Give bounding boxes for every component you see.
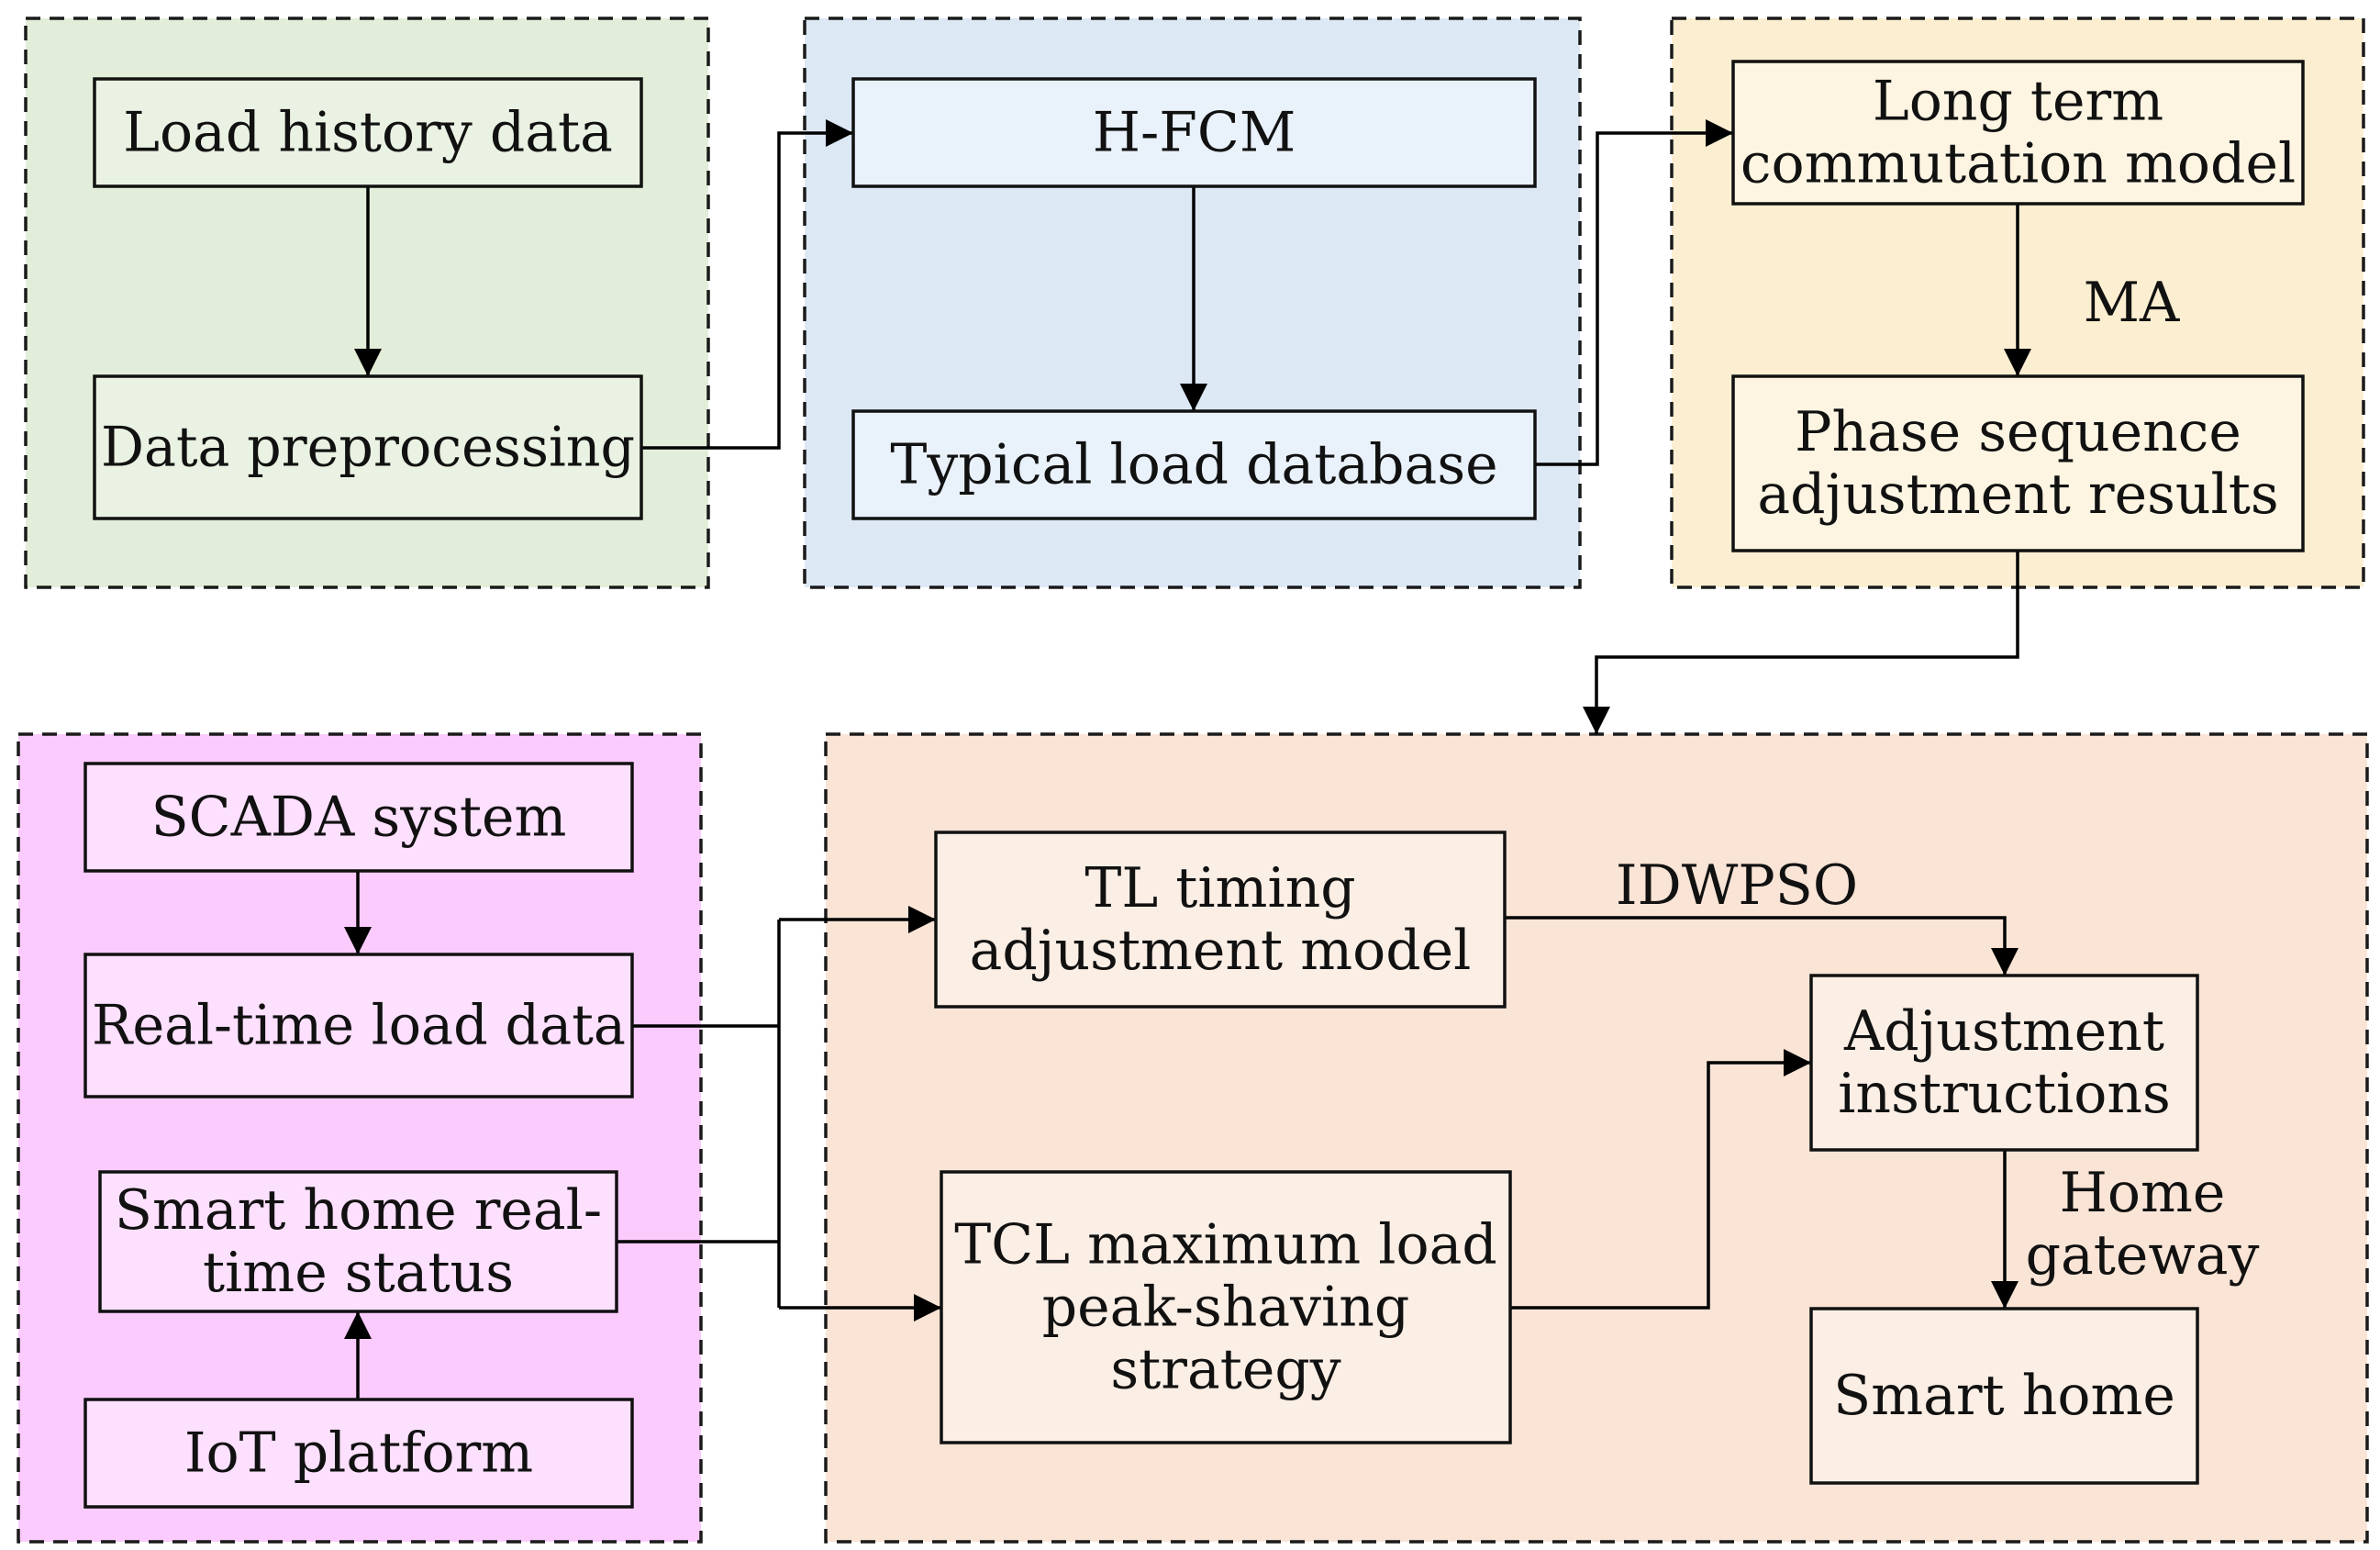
data-preprocessing-box: Data preprocessing xyxy=(93,374,643,520)
load-history-data-box: Load history data xyxy=(93,77,643,188)
smart-home-box-label-line: Smart home xyxy=(1833,1364,2175,1428)
home-gateway-label-line: gateway xyxy=(2026,1223,2260,1288)
realtime-load-data-box-frame xyxy=(83,953,634,1098)
typical-load-database-box: Typical load database xyxy=(851,409,1537,520)
smart-home-status-box-label-line: Smart home real- xyxy=(115,1178,602,1243)
scada-system-box-label-line: SCADA system xyxy=(151,786,567,850)
arrow-database-to-long-term-model xyxy=(1535,119,1733,466)
tcl-peak-shaving-box-frame xyxy=(940,1170,1512,1444)
tl-timing-model-box-label-line: TL timing xyxy=(1084,856,1355,920)
phase-sequence-box-label-line: Phase sequence xyxy=(1795,400,2241,464)
smart-home-status-box-label-line: time status xyxy=(203,1241,514,1305)
hfcm-box: H-FCM xyxy=(851,77,1537,188)
long-term-model-box-frame xyxy=(1731,60,2305,206)
long-term-model-box-label-line: Long term xyxy=(1873,70,2163,134)
tcl-peak-shaving-box-label-line: peak-shaving xyxy=(1042,1276,1410,1340)
iot-platform-box-label-line: IoT platform xyxy=(184,1422,533,1486)
typical-load-database-box-frame xyxy=(851,409,1537,520)
iot-platform-box-frame xyxy=(83,1398,634,1509)
adjustment-instructions-box-label-line: instructions xyxy=(1838,1062,2171,1126)
ma-label: MA xyxy=(2084,271,2180,335)
phase-sequence-box-frame xyxy=(1731,374,2305,552)
data-preprocessing-box-label-line: Data preprocessing xyxy=(101,416,635,480)
smart-home-box-frame xyxy=(1809,1307,2199,1485)
realtime-load-data-box: Real-time load data xyxy=(83,953,634,1098)
adjustment-instructions-box-frame xyxy=(1809,974,2199,1152)
long-term-model-box-label-line: commutation model xyxy=(1741,132,2296,196)
arrow-preprocessing-to-hfcm xyxy=(641,119,853,450)
realtime-load-data-box-label-line: Real-time load data xyxy=(92,994,626,1058)
load-history-data-box-label-line: Load history data xyxy=(123,101,613,165)
arrow-tcl-peak-to-instructions xyxy=(1510,1049,1811,1310)
arrow-tl-timing-to-instructions xyxy=(1505,916,2019,976)
adjustment-instructions-box-label-line: Adjustment xyxy=(1843,999,2164,1064)
typical-load-database-box-label-line: Typical load database xyxy=(890,433,1497,497)
scada-system-box: SCADA system xyxy=(83,762,634,873)
tl-timing-model-box-frame xyxy=(934,831,1507,1009)
iot-platform-box: IoT platform xyxy=(83,1398,634,1509)
load-history-data-box-frame xyxy=(93,77,643,188)
data-preprocessing-box-frame xyxy=(93,374,643,520)
smart-home-status-box-frame xyxy=(98,1170,618,1313)
phase-sequence-box-label-line: adjustment results xyxy=(1757,463,2278,527)
tcl-peak-shaving-box-label-line: strategy xyxy=(1110,1338,1340,1402)
hfcm-box-frame xyxy=(851,77,1537,188)
tl-timing-model-box-label-line: adjustment model xyxy=(970,919,1472,983)
home-gateway-label-line: Home xyxy=(2060,1161,2226,1225)
smart-home-status-box: Smart home real-time status xyxy=(98,1170,618,1313)
scada-system-box-frame xyxy=(83,762,634,873)
idwpso-label: IDWPSO xyxy=(1616,853,1858,918)
connectors-layer xyxy=(344,119,2031,1399)
smart-home-box: Smart home xyxy=(1809,1307,2199,1485)
arrow-phase-sequence-to-adjustment-group xyxy=(1583,551,2019,734)
tcl-peak-shaving-box-label-line: TCL maximum load xyxy=(954,1213,1497,1277)
hfcm-box-label-line: H-FCM xyxy=(1093,101,1296,165)
